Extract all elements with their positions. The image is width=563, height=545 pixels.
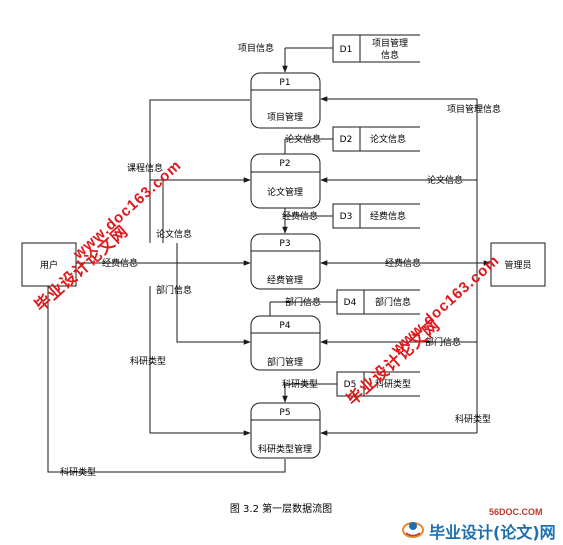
brand-emblem-icon <box>401 517 425 539</box>
flow-label-admin-fund: 经费信息 <box>385 257 421 269</box>
brand-domain: 56DOC.COM <box>489 507 543 517</box>
process-p1: P1 项目管理 <box>250 72 321 129</box>
store-d5-name: 科研类型 <box>375 378 411 390</box>
process-p3: P3 经费管理 <box>250 233 321 290</box>
process-p5-id: P5 <box>279 408 290 418</box>
store-d3-name: 经费信息 <box>370 210 406 222</box>
flow-user-bottom <box>47 286 286 473</box>
store-d4-name: 部门信息 <box>375 296 411 308</box>
process-p3-id: P3 <box>279 239 290 249</box>
process-p1-id: P1 <box>279 78 290 88</box>
store-d4: D4 部门信息 <box>336 289 420 315</box>
store-d4-id: D4 <box>344 298 357 308</box>
process-p3-name: 经费管理 <box>267 274 303 286</box>
figure-caption: 图 3.2 第一层数据流图 <box>230 502 332 515</box>
flow-label-user-paper: 论文信息 <box>156 228 192 240</box>
process-p4-name: 部门管理 <box>267 356 303 368</box>
flow-label-user-bottom: 科研类型 <box>60 466 96 478</box>
flow-label-admin-project: 项目管理信息 <box>447 103 501 115</box>
process-p4: P4 部门管理 <box>250 315 321 371</box>
brand-name: 毕业设计(论文)网 <box>429 523 556 542</box>
store-d2-id: D2 <box>340 135 353 145</box>
flow-user-course <box>149 99 250 243</box>
flow-label-user-course: 课程信息 <box>127 162 163 174</box>
store-d1-name-line2: 信息 <box>381 49 399 61</box>
process-p2: P2 论文管理 <box>250 153 321 209</box>
entity-admin: 管理员 <box>490 242 546 287</box>
flow-label-p3-d3: 经费信息 <box>282 210 318 222</box>
entity-admin-label: 管理员 <box>504 259 531 271</box>
flow-label-d5-p5: 科研类型 <box>282 378 318 390</box>
store-d1-id: D1 <box>340 45 353 55</box>
store-d1: D1 项目管理 信息 <box>332 34 420 63</box>
process-p2-id: P2 <box>279 159 290 169</box>
flow-label-p4-d4: 部门信息 <box>285 296 321 308</box>
process-p2-name: 论文管理 <box>267 186 303 198</box>
process-p5: P5 科研类型管理 <box>250 402 321 459</box>
brand-logo-block: 56DOC.COM 毕业设计(论文)网 <box>397 507 557 542</box>
flow-user-type <box>149 286 251 436</box>
process-p1-name: 项目管理 <box>267 111 303 123</box>
flow-label-admin-type: 科研类型 <box>455 413 491 425</box>
entity-user-label: 用户 <box>40 259 58 271</box>
process-p4-id: P4 <box>279 321 290 331</box>
store-d5-id: D5 <box>344 380 357 390</box>
flow-label-admin-dept: 部门信息 <box>425 336 461 348</box>
store-d1-name-line1: 项目管理 <box>372 37 408 49</box>
entity-user: 用户 <box>21 242 77 287</box>
store-d3: D3 经费信息 <box>332 203 420 229</box>
flow-label-admin-paper: 论文信息 <box>427 174 463 186</box>
flow-label-p2-d2: 论文信息 <box>285 133 321 145</box>
flow-user-dept <box>176 243 251 345</box>
flow-label-user-fund: 经费信息 <box>102 257 138 269</box>
flow-label-d1-p1: 项目信息 <box>238 42 274 54</box>
store-d2: D2 论文信息 <box>332 126 420 152</box>
flow-label-user-dept: 部门信息 <box>156 284 192 296</box>
store-d3-id: D3 <box>340 212 353 222</box>
store-d2-name: 论文信息 <box>370 133 406 145</box>
process-p5-name: 科研类型管理 <box>258 443 312 455</box>
flow-label-user-type: 科研类型 <box>130 355 166 367</box>
